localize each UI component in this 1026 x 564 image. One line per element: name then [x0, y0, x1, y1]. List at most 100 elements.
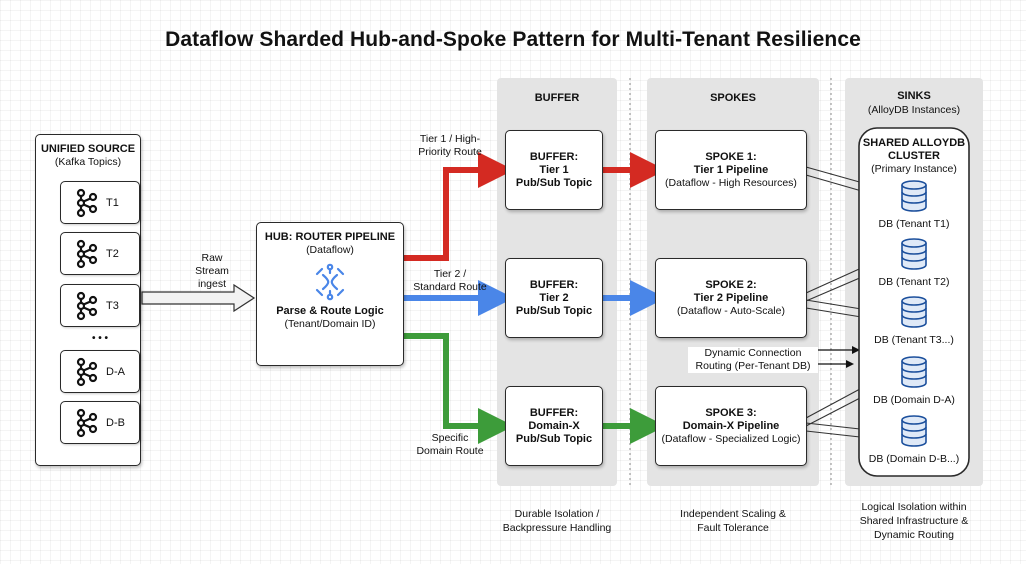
- kafka-icon: [76, 291, 98, 320]
- topic-label: T1: [106, 196, 119, 209]
- spoke-2[interactable]: SPOKE 2: Tier 2 Pipeline (Dataflow - Aut…: [655, 258, 807, 338]
- spokes-footer: Independent Scaling & Fault Tolerance: [640, 507, 826, 535]
- buffer-type: Pub/Sub Topic: [515, 304, 593, 317]
- db-tenant-t3[interactable]: DB (Tenant T3...): [859, 295, 969, 346]
- kafka-icon: [76, 239, 98, 268]
- database-icon: [901, 296, 927, 328]
- spoke-desc: (Dataflow - Auto-Scale): [677, 304, 785, 317]
- domain-route-label: Specific Domain Route: [404, 432, 496, 458]
- source-title: UNIFIED SOURCE: [40, 143, 136, 155]
- spoke-desc: (Dataflow - Specialized Logic): [661, 432, 801, 445]
- spoke-name: Tier 1 Pipeline: [693, 163, 769, 176]
- footer-line: Dynamic Routing: [874, 529, 954, 541]
- kafka-topic-t1[interactable]: T1: [60, 181, 140, 224]
- kafka-topic-t3[interactable]: T3: [60, 284, 140, 327]
- buffer-footer: Durable Isolation / Backpressure Handlin…: [470, 507, 644, 535]
- database-icon: [901, 180, 927, 212]
- ingest-label-line: ingest: [197, 278, 227, 290]
- db-label: DB (Domain D-B...): [868, 453, 960, 465]
- buffer-name: Tier 2: [539, 291, 569, 304]
- cluster-title-line2: CLUSTER: [888, 150, 940, 162]
- dynamic-routing-line: Dynamic Connection: [704, 347, 802, 359]
- database-icon: [901, 415, 927, 447]
- db-domain-d-a[interactable]: DB (Domain D-A): [859, 355, 969, 406]
- route-label-line: Standard Route: [413, 281, 487, 293]
- buffer-type: Pub/Sub Topic: [515, 176, 593, 189]
- db-label: DB (Tenant T3...): [874, 334, 954, 346]
- route-label-line: Specific: [431, 432, 469, 444]
- buffer-domain-x[interactable]: BUFFER: Domain-X Pub/Sub Topic: [505, 386, 603, 466]
- kafka-topic-d-a[interactable]: D-A: [60, 350, 140, 393]
- sinks-column-header: SINKS: [897, 90, 931, 102]
- ingest-label: Raw Stream ingest: [180, 252, 244, 291]
- cluster-subtitle: (Primary Instance): [871, 163, 957, 175]
- domain-route-arrow: [404, 333, 514, 444]
- buffer-tier1[interactable]: BUFFER: Tier 1 Pub/Sub Topic: [505, 130, 603, 210]
- sinks-column-subheader: (AlloyDB Instances): [867, 104, 961, 116]
- footer-line: Shared Infrastructure &: [859, 515, 969, 527]
- spoke-desc: (Dataflow - High Resources): [665, 176, 797, 189]
- db-tenant-t1[interactable]: DB (Tenant T1): [859, 179, 969, 230]
- db-label: DB (Domain D-A): [873, 394, 955, 406]
- footer-line: Fault Tolerance: [697, 522, 769, 534]
- dynamic-routing-line: Routing (Per-Tenant DB): [695, 360, 811, 372]
- database-icon: [901, 356, 927, 388]
- db-label: DB (Tenant T2): [878, 276, 950, 288]
- db-domain-d-b[interactable]: DB (Domain D-B...): [859, 414, 969, 465]
- hub-logic-sub: (Tenant/Domain ID): [284, 318, 376, 330]
- tier1-route-label: Tier 1 / High- Priority Route: [404, 133, 496, 159]
- footer-line: Durable Isolation /: [514, 508, 600, 520]
- route-label-line: Priority Route: [418, 146, 482, 158]
- route-label-line: Tier 2 /: [433, 268, 467, 280]
- buffer-type: Pub/Sub Topic: [515, 432, 593, 445]
- ingest-label-line: Raw: [201, 252, 223, 264]
- spokes-column-header: SPOKES: [710, 92, 756, 104]
- db-label: DB (Tenant T1): [878, 218, 950, 230]
- ingest-arrow: [141, 283, 256, 313]
- kafka-icon: [76, 188, 98, 217]
- route-label-line: Domain Route: [416, 445, 484, 457]
- route-label-line: Tier 1 / High-: [419, 133, 481, 145]
- buffer-title: BUFFER:: [529, 406, 579, 419]
- dataflow-icon: [315, 263, 345, 301]
- spoke-title: SPOKE 1:: [705, 150, 757, 163]
- kafka-icon: [76, 357, 98, 386]
- buffer-title: BUFFER:: [529, 278, 579, 291]
- footer-line: Backpressure Handling: [502, 522, 612, 534]
- topic-label: D-A: [106, 365, 125, 378]
- spoke-name: Domain-X Pipeline: [682, 419, 780, 432]
- footer-line: Independent Scaling &: [680, 508, 786, 520]
- tier2-route-label: Tier 2 / Standard Route: [404, 268, 496, 294]
- buffer-name: Domain-X: [528, 419, 580, 432]
- kafka-icon: [76, 408, 98, 437]
- hub-router-pipeline[interactable]: HUB: ROUTER PIPELINE (Dataflow) Parse & …: [256, 222, 404, 366]
- db-tenant-t2[interactable]: DB (Tenant T2): [859, 237, 969, 288]
- hub-logic: Parse & Route Logic: [276, 305, 384, 317]
- diagram-title: Dataflow Sharded Hub-and-Spoke Pattern f…: [165, 28, 861, 51]
- dynamic-routing-label: Dynamic Connection Routing (Per-Tenant D…: [688, 347, 818, 373]
- buffer-name: Tier 1: [539, 163, 569, 176]
- cluster-header: SHARED ALLOYDB CLUSTER (Primary Instance…: [859, 137, 969, 176]
- spoke-title: SPOKE 3:: [705, 406, 757, 419]
- topic-label: D-B: [106, 416, 125, 429]
- ingest-label-line: Stream: [195, 265, 229, 277]
- spoke-title: SPOKE 2:: [705, 278, 757, 291]
- buffer-title: BUFFER:: [529, 150, 579, 163]
- kafka-topic-t2[interactable]: T2: [60, 232, 140, 275]
- topic-label: T2: [106, 247, 119, 260]
- spoke-1[interactable]: SPOKE 1: Tier 1 Pipeline (Dataflow - Hig…: [655, 130, 807, 210]
- source-subtitle: (Kafka Topics): [54, 156, 122, 168]
- buffer-tier2[interactable]: BUFFER: Tier 2 Pub/Sub Topic: [505, 258, 603, 338]
- hub-subtitle: (Dataflow): [306, 244, 354, 256]
- kafka-topic-d-b[interactable]: D-B: [60, 401, 140, 444]
- database-icon: [901, 238, 927, 270]
- tier1-route-arrow: [404, 152, 514, 261]
- sinks-footer: Logical Isolation within Shared Infrastr…: [835, 500, 993, 542]
- spoke-name: Tier 2 Pipeline: [693, 291, 769, 304]
- cluster-title-line1: SHARED ALLOYDB: [862, 137, 966, 149]
- spoke-3[interactable]: SPOKE 3: Domain-X Pipeline (Dataflow - S…: [655, 386, 807, 466]
- footer-line: Logical Isolation within: [861, 501, 967, 513]
- buffer-column-header: BUFFER: [534, 92, 580, 104]
- source-ellipsis: • • •: [91, 333, 109, 344]
- topic-label: T3: [106, 299, 119, 312]
